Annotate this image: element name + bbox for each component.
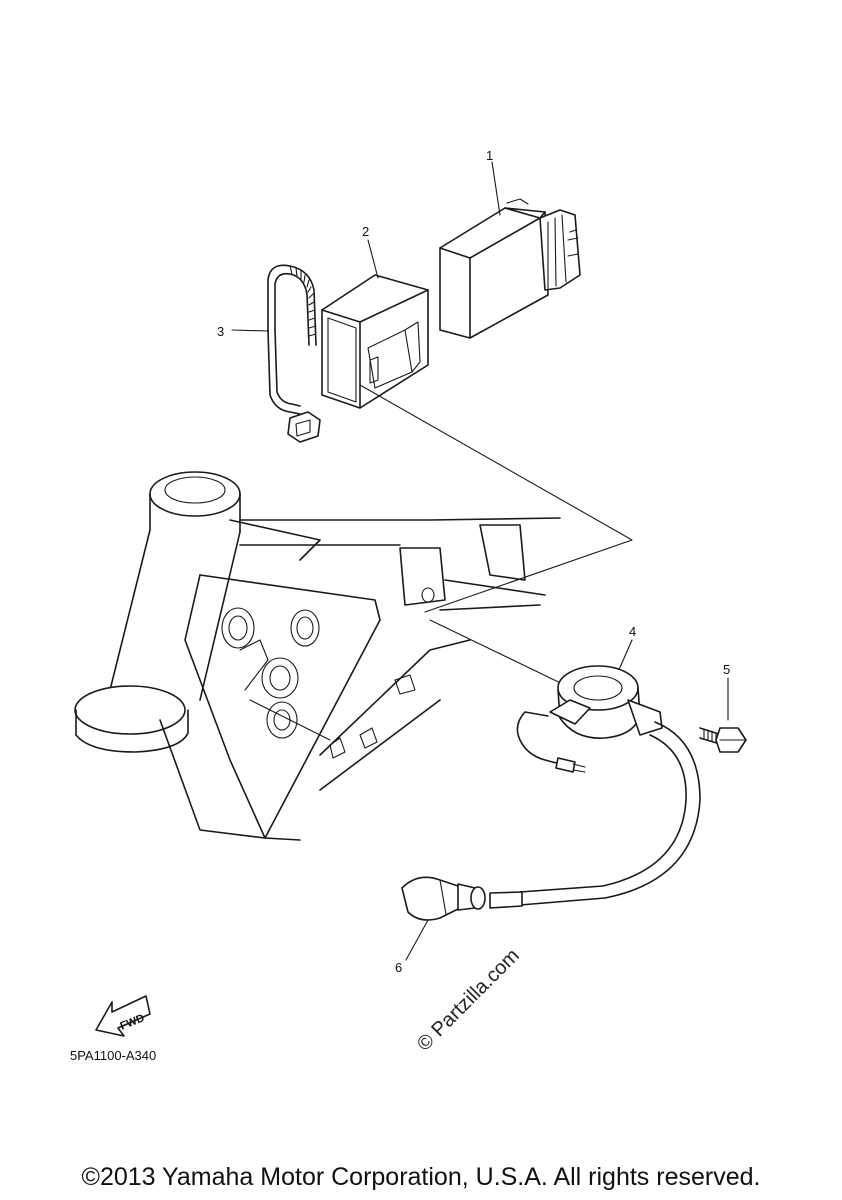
- rubber-boot-icon[interactable]: [321, 274, 429, 409]
- callout-3: 3: [217, 324, 224, 339]
- ignition-coil-icon[interactable]: [489, 665, 701, 909]
- callout-5: 5: [723, 662, 730, 677]
- watermark: © Partzilla.com: [413, 945, 524, 1056]
- callout-1: 1: [486, 148, 493, 163]
- leader-lines: [231, 161, 729, 961]
- cdi-unit-icon[interactable]: [439, 198, 581, 339]
- diagram-code: 5PA1100-A340: [70, 1048, 156, 1063]
- frame-icon: [74, 471, 561, 841]
- spark-plug-cap-icon[interactable]: [401, 876, 486, 921]
- copyright-notice: ©2013 Yamaha Motor Corporation, U.S.A. A…: [81, 1163, 761, 1191]
- callout-2: 2: [362, 224, 369, 239]
- cable-band-icon[interactable]: [267, 264, 321, 443]
- bolt-icon[interactable]: [699, 727, 747, 753]
- fwd-arrow-icon: FWD: [95, 995, 151, 1037]
- callout-4: 4: [629, 624, 636, 639]
- callout-6: 6: [395, 960, 402, 975]
